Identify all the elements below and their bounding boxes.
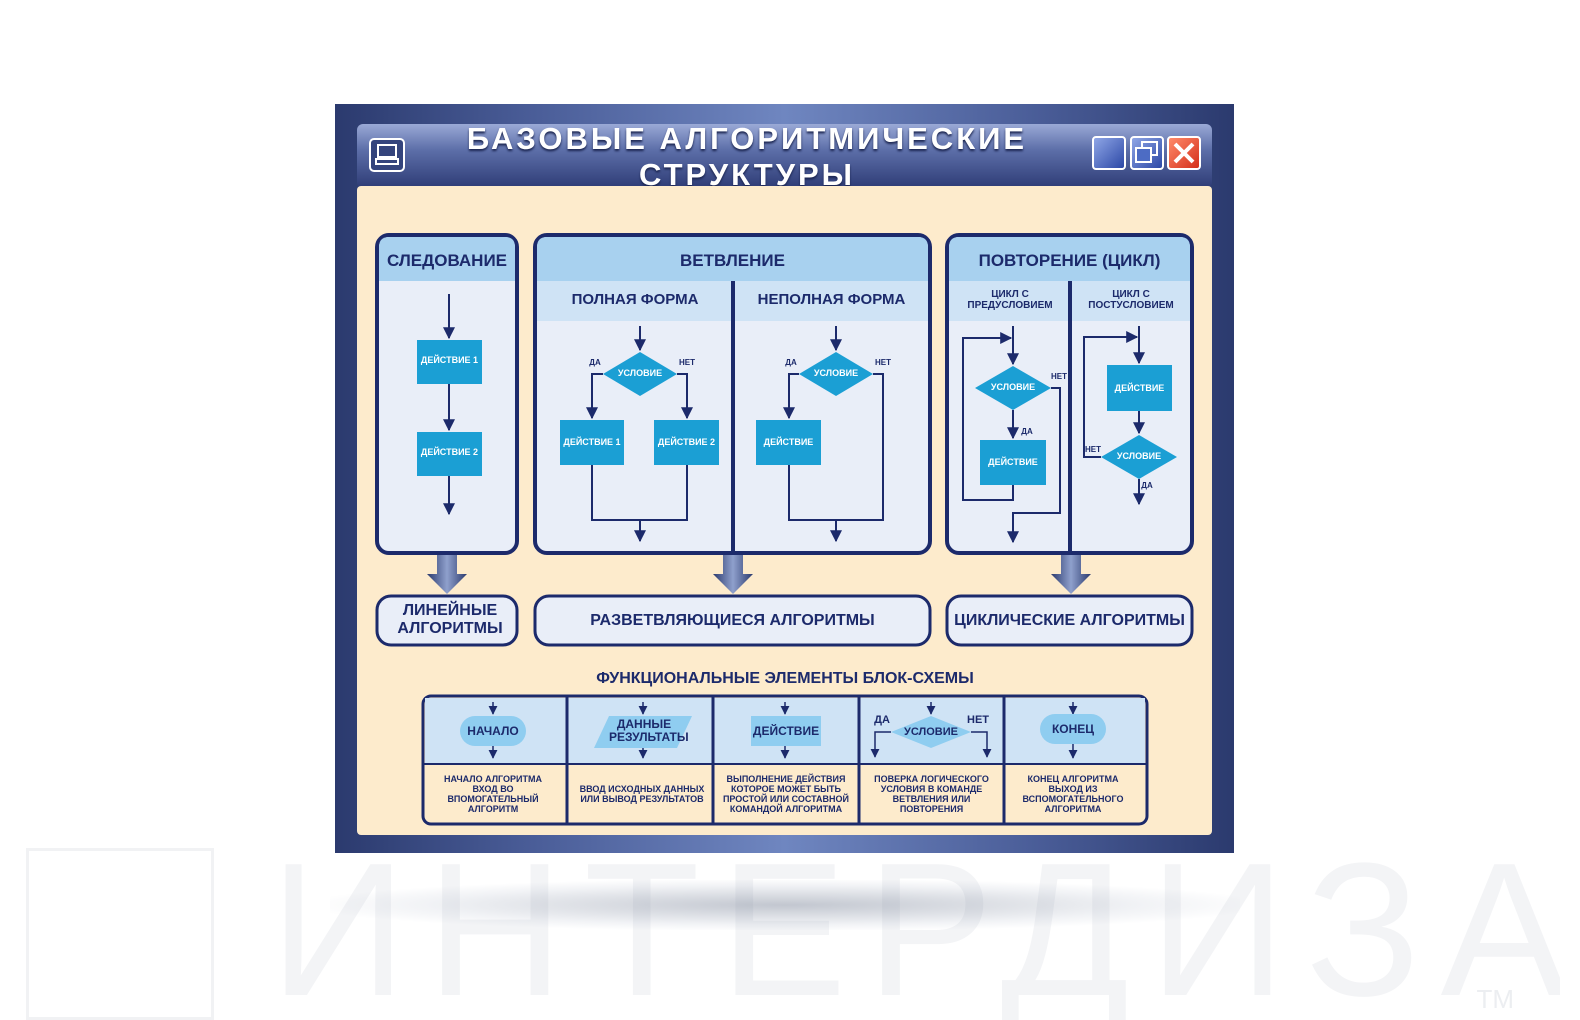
element-data-shape (594, 716, 692, 748)
element-data-label: ДАННЫЕ РЕЗУЛЬТАТЫ (609, 717, 689, 745)
full-form-subheader: ПОЛНАЯ ФОРМА (571, 291, 699, 308)
partial-condition-label: УСЛОВИЕ (813, 368, 859, 378)
element-yes-label: ДА (874, 714, 890, 726)
content-panel: СЛЕДОВАНИЕ ДЕЙСТВИЕ 1 ДЕЙСТВИЕ 2 ЛИНЕЙНЫ… (357, 186, 1212, 835)
partial-action (756, 420, 821, 465)
post-no-label: НЕТ (1085, 445, 1101, 454)
elements-header: ФУНКЦИОНАЛЬНЫЕ ЭЛЕМЕНТЫ БЛОК-СХЕМЫ (596, 670, 974, 687)
sequence-action-2 (417, 432, 482, 476)
maximize-icon (1130, 136, 1164, 170)
loop-header: ПОВТОРЕНИЕ (ЦИКЛ) (978, 251, 1161, 270)
pre-condition-diamond (975, 366, 1051, 410)
full-condition-label: УСЛОВИЕ (617, 368, 663, 378)
pre-action-label: ДЕЙСТВИЕ (988, 457, 1038, 467)
pre-yes-label: ДА (1021, 427, 1033, 436)
full-action-1-label: ДЕЙСТВИЕ 1 (563, 437, 621, 447)
elements-table (421, 694, 1149, 826)
post-action-label: ДЕЙСТВИЕ (1114, 383, 1165, 393)
element-action-label: ДЕЙСТВИЕ (752, 724, 820, 738)
element-condition-shape (891, 716, 971, 748)
full-action-1 (560, 420, 624, 465)
poster-board: БАЗОВЫЕ АЛГОРИТМИЧЕСКИЕ СТРУКТУРЫ (335, 104, 1234, 853)
partial-form-subheader: НЕПОЛНАЯ ФОРМА (757, 291, 906, 308)
title-bar: БАЗОВЫЕ АЛГОРИТМИЧЕСКИЕ СТРУКТУРЫ (357, 121, 1212, 192)
element-no-label: НЕТ (967, 714, 989, 726)
element-data-desc: ВВОД ИСХОДНЫХ ДАННЫХ ИЛИ ВЫВОД РЕЗУЛЬТАТ… (579, 784, 705, 805)
linear-result-box (375, 594, 519, 647)
branching-result-label: РАЗВЕТВЛЯЮЩИЕСЯ АЛГОРИТМЫ (590, 612, 875, 629)
partial-no-label: НЕТ (875, 358, 891, 367)
element-start-label: НАЧАЛО (467, 724, 519, 738)
sequence-action-1-label: ДЕЙСТВИЕ 1 (420, 355, 479, 365)
computer-icon (369, 138, 405, 172)
page-title: БАЗОВЫЕ АЛГОРИТМИЧЕСКИЕ СТРУКТУРЫ (427, 121, 1067, 193)
diagram-canvas (375, 233, 1194, 826)
pre-condition-label: УСЛОВИЕ (990, 382, 1036, 392)
element-start-shape (460, 716, 526, 746)
close-icon (1167, 136, 1201, 170)
full-yes-label: ДА (589, 358, 601, 367)
watermark-puzzle-logo (26, 848, 214, 1020)
element-action-desc: ВЫПОЛНЕНИЕ ДЕЙСТВИЯ КОТОРОЕ МОЖЕТ БЫТЬ П… (722, 774, 850, 815)
post-yes-label: ДА (1141, 481, 1153, 490)
post-action (1107, 365, 1172, 411)
branching-header: ВЕТВЛЕНИЕ (680, 251, 785, 270)
sequence-action-2-label: ДЕЙСТВИЕ 2 (420, 447, 479, 457)
sequence-action-1 (417, 340, 482, 384)
element-end-label: КОНЕЦ (1051, 722, 1095, 736)
post-loop-subheader: ЦИКЛ С ПОСТУСЛОВИЕМ (1088, 289, 1174, 311)
board-shadow (330, 880, 1240, 930)
element-condition-label: УСЛОВИЕ (904, 726, 958, 738)
pre-loop-subheader: ЦИКЛ С ПРЕДУСЛОВИЕМ (967, 289, 1053, 311)
loop-result-box (945, 594, 1194, 647)
full-no-label: НЕТ (679, 358, 695, 367)
sequence-box (375, 233, 519, 555)
branching-down-arrow (713, 555, 753, 594)
element-condition-desc: ПОВЕРКА ЛОГИЧЕСКОГО УСЛОВИЯ В КОМАНДЕ ВЕ… (874, 774, 989, 815)
element-action-shape (751, 716, 821, 746)
minimize-icon (1092, 136, 1126, 170)
full-action-2-label: ДЕЙСТВИЕ 2 (657, 437, 716, 447)
element-end-desc: КОНЕЦ АЛГОРИТМА ВЫХОД ИЗ ВСПОМОГАТЕЛЬНОГ… (1022, 774, 1124, 815)
loop-result-label: ЦИКЛИЧЕСКИЕ АЛГОРИТМЫ (954, 612, 1185, 629)
linear-result-label: ЛИНЕЙНЫЕ АЛГОРИТМЫ (397, 602, 503, 637)
partial-condition-diamond (799, 352, 873, 396)
loop-box (945, 233, 1194, 555)
branching-box (533, 233, 932, 555)
watermark-tm: TM (1476, 984, 1514, 1014)
element-end-shape (1040, 714, 1106, 744)
loop-down-arrow (1051, 555, 1091, 594)
sequence-down-arrow (427, 555, 467, 594)
branching-result-box (533, 594, 932, 647)
post-condition-label: УСЛОВИЕ (1116, 451, 1162, 461)
element-start-desc: НАЧАЛО АЛГОРИТМА ВХОД ВО ВПОМОГАТЕЛЬНЫЙ … (444, 774, 542, 815)
pre-no-label: НЕТ (1051, 372, 1067, 381)
partial-action-label: ДЕЙСТВИЕ (763, 437, 814, 447)
title-line-1: БАЗОВЫЕ АЛГОРИТМИЧЕСКИЕ (466, 121, 1028, 156)
watermark: ИНТЕРДИЗАЙН TM (20, 840, 1560, 1020)
partial-yes-label: ДА (785, 358, 797, 367)
watermark-text: ИНТЕРДИЗАЙН (270, 840, 1560, 1020)
sequence-header: СЛЕДОВАНИЕ (387, 251, 507, 270)
pre-action (980, 440, 1046, 485)
post-condition-diamond (1101, 435, 1177, 479)
full-action-2 (654, 420, 719, 465)
full-condition-diamond (603, 352, 677, 396)
